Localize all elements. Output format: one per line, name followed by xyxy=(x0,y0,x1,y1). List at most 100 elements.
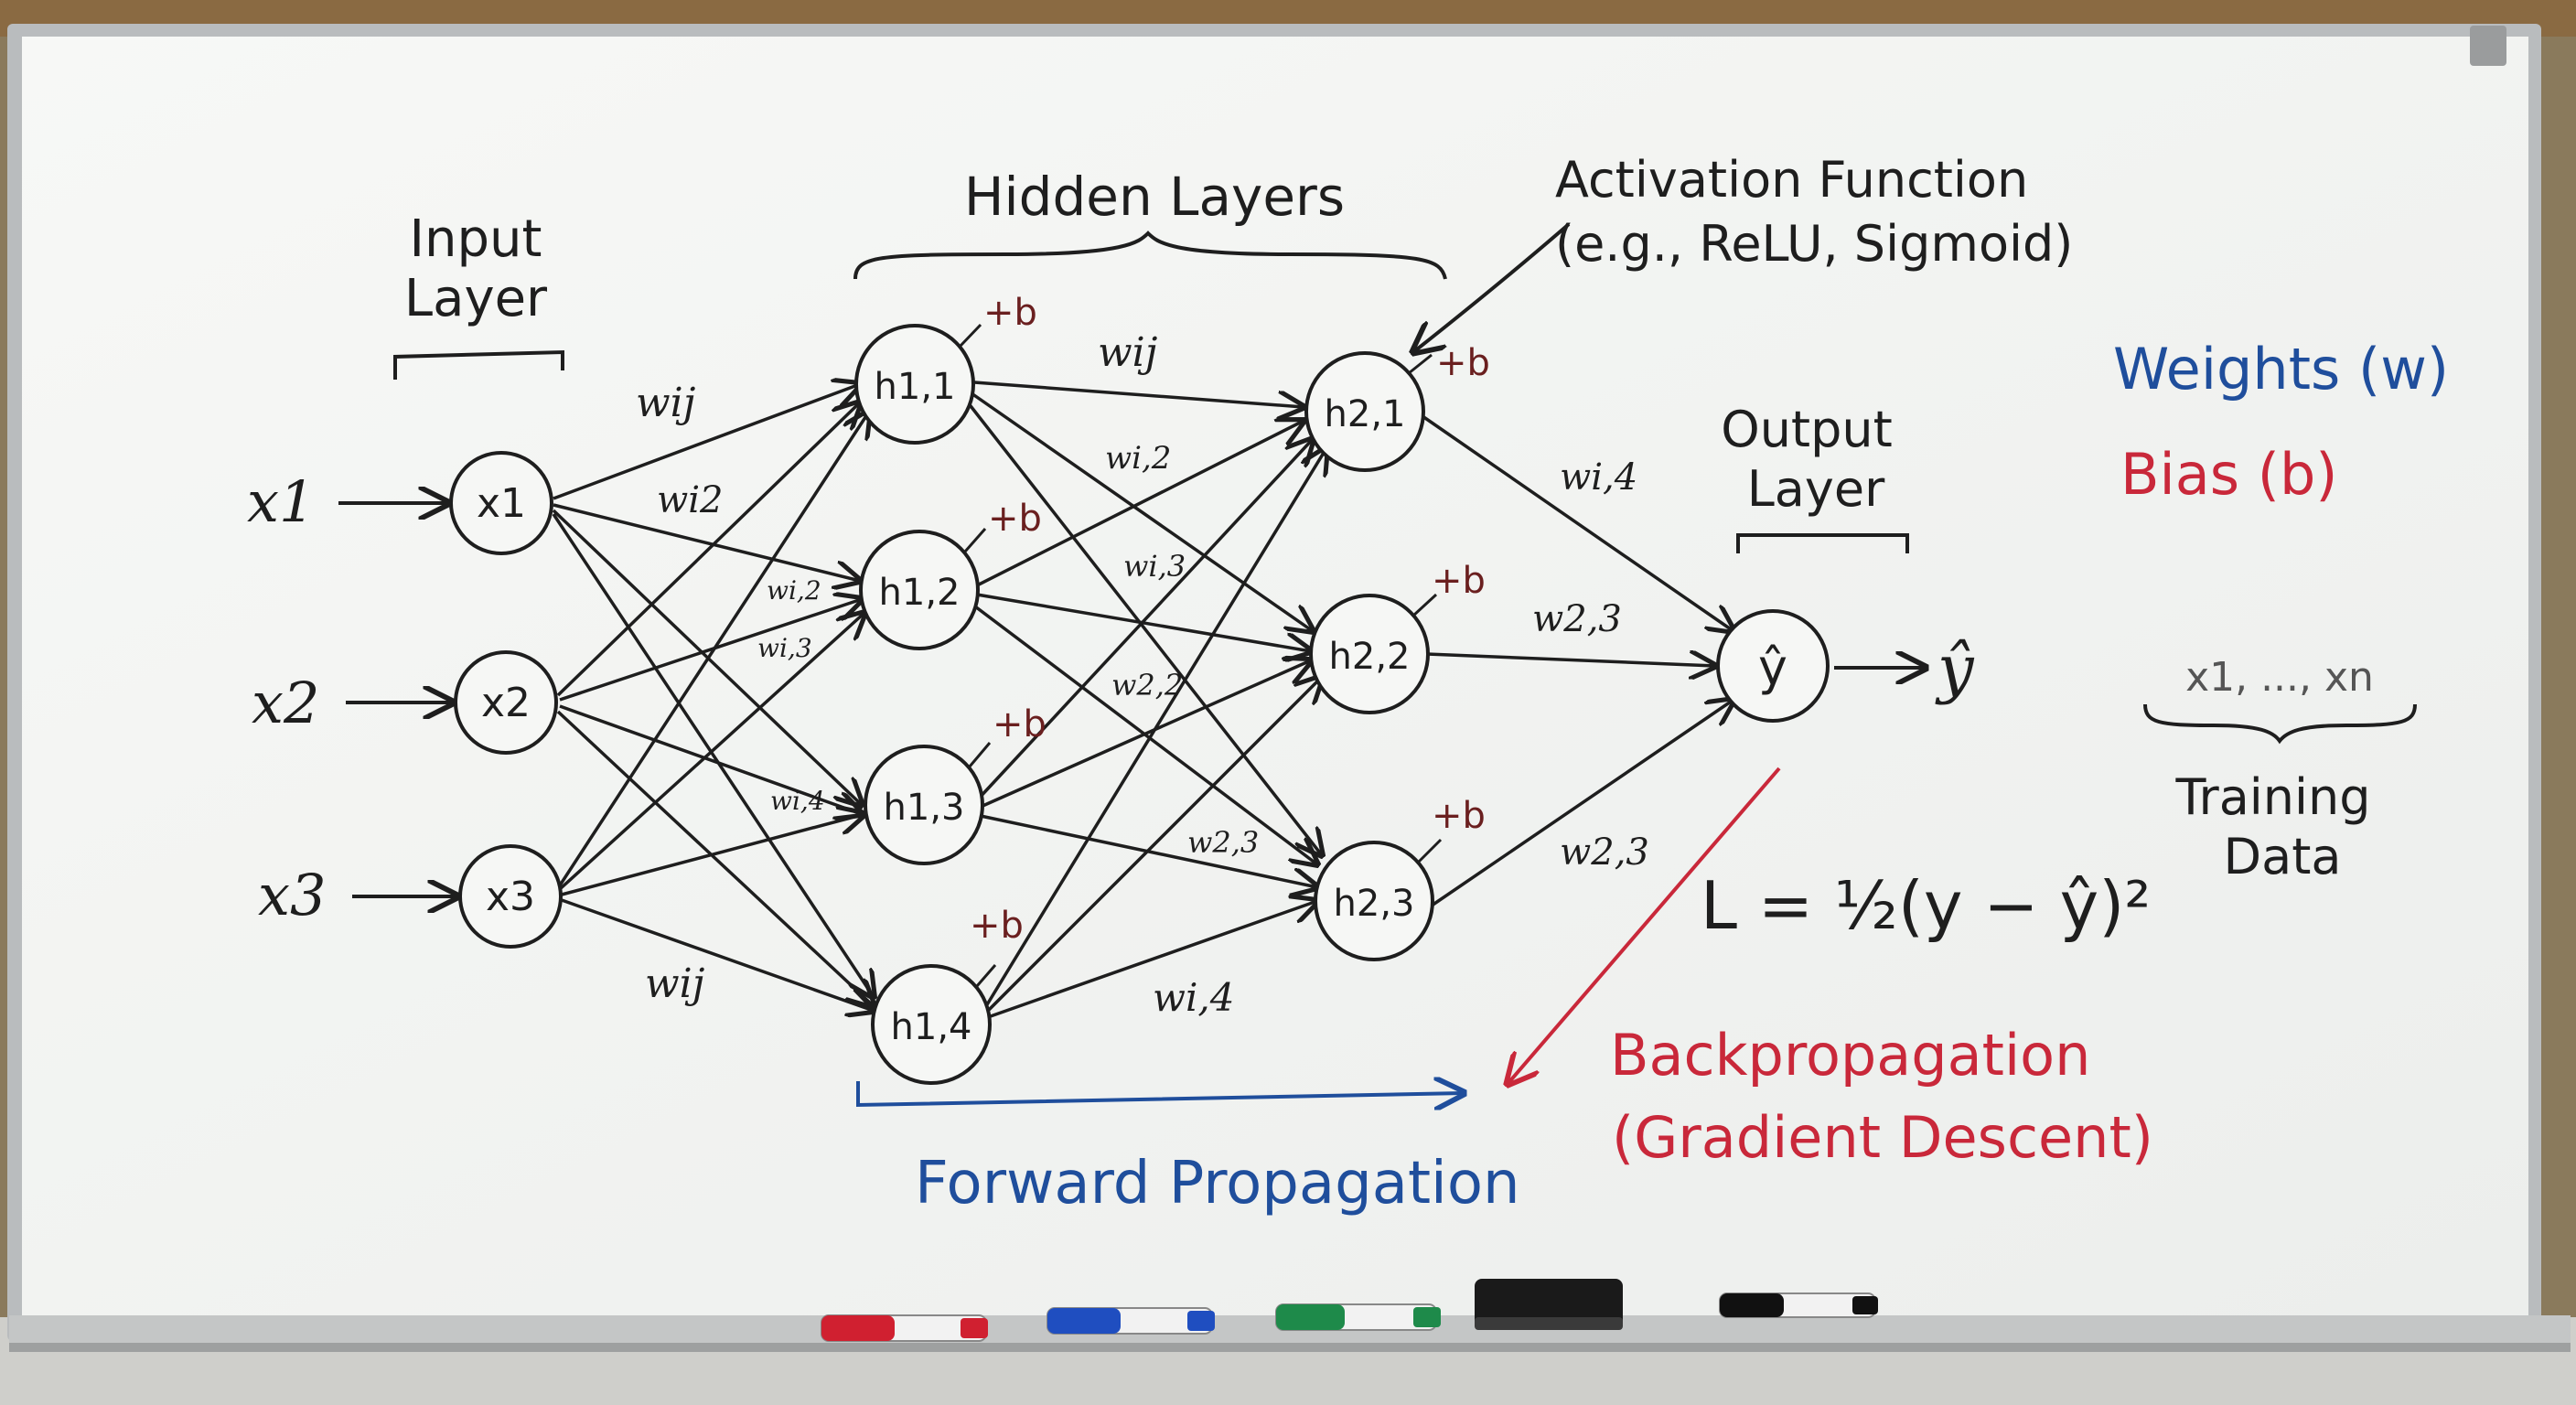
training-heading-2: Data xyxy=(2224,828,2342,885)
weight-h-w23: w2,3 xyxy=(1187,825,1259,860)
node-labels: x1 x2 x3 h1,1 h1,2 h1,3 h1,4 h2,1 h2,2 h… xyxy=(477,366,1787,1048)
node-label-h11: h1,1 xyxy=(875,366,956,408)
loss-formula: L = ½(y − ŷ)² xyxy=(1701,867,2151,944)
node-label-output: ŷ xyxy=(1758,638,1787,696)
weight-in-w13: wi,3 xyxy=(757,633,812,663)
red-marker[interactable] xyxy=(821,1314,988,1342)
node-h12 xyxy=(859,530,980,650)
training-sequence: x1, ..., xn xyxy=(2185,654,2374,701)
hidden-layers-heading: Hidden Layers xyxy=(964,166,1345,228)
weight-h-top: wij xyxy=(1098,329,1157,376)
bias-h23: +b xyxy=(1432,795,1486,837)
node-label-x3: x3 xyxy=(486,874,535,920)
bias-h12: +b xyxy=(988,498,1042,540)
edge-h23-y xyxy=(1431,700,1733,907)
hidden1-nodes xyxy=(854,324,992,1085)
edge-h21-y xyxy=(1422,414,1733,631)
input-label-x1: x1 xyxy=(247,468,315,535)
weight-o-w23b: w2,3 xyxy=(1560,831,1649,874)
edge-x2-h14 xyxy=(556,710,874,1006)
bias-h22: +b xyxy=(1432,560,1486,602)
bias-h13: +b xyxy=(993,703,1046,745)
activation-heading-2: (e.g., ReLU, Sigmoid) xyxy=(1555,215,2073,273)
edge-h11-h21 xyxy=(973,381,1304,407)
edge-x2-h11 xyxy=(556,402,860,697)
blue-marker[interactable] xyxy=(1046,1307,1215,1335)
hidden-layers-brace xyxy=(853,231,1447,280)
input-layer-heading-2: Layer xyxy=(404,269,548,328)
edge-h11-h23 xyxy=(966,401,1322,855)
input-layer-bracket xyxy=(393,349,564,380)
weight-in-w12b: wi,2 xyxy=(767,575,821,606)
output-layer-bracket xyxy=(1736,533,1909,553)
training-brace xyxy=(2143,703,2417,745)
node-h13 xyxy=(864,745,984,865)
input-hidden-connections xyxy=(552,384,874,1011)
edge-h14-h23 xyxy=(987,901,1317,1019)
forward-propagation-arrow xyxy=(856,1081,1464,1105)
hidden-hidden-connections xyxy=(966,381,1326,1019)
backpropagation-arrow xyxy=(1508,767,1781,1084)
output-y-hat: ŷ xyxy=(1935,631,1975,706)
green-marker[interactable] xyxy=(1275,1303,1441,1331)
weight-h-w22: w2,2 xyxy=(1111,668,1183,702)
node-label-h13: h1,3 xyxy=(884,787,965,829)
brackets xyxy=(393,222,2417,745)
edge-x3-h14 xyxy=(561,898,874,1011)
edge-x3-h11 xyxy=(558,412,869,886)
weight-in-bottom: wij xyxy=(645,960,704,1007)
node-label-h22: h2,2 xyxy=(1329,636,1411,678)
headings: Input Layer Hidden Layers Activation Fun… xyxy=(404,151,2374,944)
node-label-h14: h1,4 xyxy=(891,1006,972,1048)
weight-in-w12: wi2 xyxy=(657,479,723,521)
edge-x1-h11 xyxy=(553,384,860,500)
activation-heading-1: Activation Function xyxy=(1555,151,2028,209)
eraser[interactable] xyxy=(1475,1279,1623,1330)
edge-x1-h12 xyxy=(553,503,860,581)
whiteboard-surface xyxy=(22,37,2528,1326)
hidden-output-connections xyxy=(1422,414,1733,907)
forward-propagation-label: Forward Propagation xyxy=(915,1150,1520,1217)
weight-h-w12: wi,2 xyxy=(1105,440,1171,477)
weight-labels: wij wi2 wi,2 wi,3 wi,4 wij wij wi,2 wi,3… xyxy=(636,329,1649,1020)
bias-ticks xyxy=(959,323,1443,987)
weight-o-w14: wi,4 xyxy=(1560,456,1637,499)
node-label-h12: h1,2 xyxy=(879,572,961,614)
backpropagation-label-1: Backpropagation xyxy=(1610,1022,2090,1089)
node-label-x1: x1 xyxy=(477,480,526,527)
node-label-h21: h2,1 xyxy=(1325,393,1406,435)
bias-legend: Bias (b) xyxy=(2120,441,2338,508)
weight-h-w13: wi,3 xyxy=(1123,549,1186,584)
weight-in-top: wij xyxy=(636,380,695,426)
edge-h12-h21 xyxy=(976,421,1304,587)
edge-h11-h22 xyxy=(970,391,1313,631)
weight-in-w14: wi,4 xyxy=(770,786,825,816)
bias-h21: +b xyxy=(1436,342,1490,384)
input-arrows xyxy=(338,503,1926,896)
bias-h11: +b xyxy=(983,292,1037,334)
board-clip xyxy=(2470,26,2506,66)
edge-h22-y xyxy=(1426,654,1715,666)
node-x3 xyxy=(458,844,563,949)
black-marker[interactable] xyxy=(1719,1292,1878,1318)
weight-h-w14: wi,4 xyxy=(1153,975,1234,1020)
weights-legend: Weights (w) xyxy=(2113,336,2449,402)
edge-x3-h12 xyxy=(558,613,864,891)
edge-h14-h22 xyxy=(986,677,1322,1013)
input-label-x2: x2 xyxy=(252,670,319,736)
edge-x2-h12 xyxy=(559,599,862,702)
tray-items xyxy=(821,1279,1878,1342)
input-label-x3: x3 xyxy=(258,862,326,928)
node-h23 xyxy=(1314,841,1434,961)
edge-h13-h22 xyxy=(980,660,1311,809)
edge-x2-h13 xyxy=(559,704,862,814)
activation-arrow xyxy=(1413,222,1571,352)
bias-labels: +b +b +b +b +b +b +b xyxy=(970,292,1490,947)
node-output xyxy=(1716,609,1830,723)
node-h22 xyxy=(1309,594,1430,714)
edge-x1-h14 xyxy=(552,513,874,997)
edge-x3-h13 xyxy=(561,814,864,896)
output-layer-heading-2: Layer xyxy=(1747,460,1885,518)
bias-h14: +b xyxy=(970,905,1024,947)
